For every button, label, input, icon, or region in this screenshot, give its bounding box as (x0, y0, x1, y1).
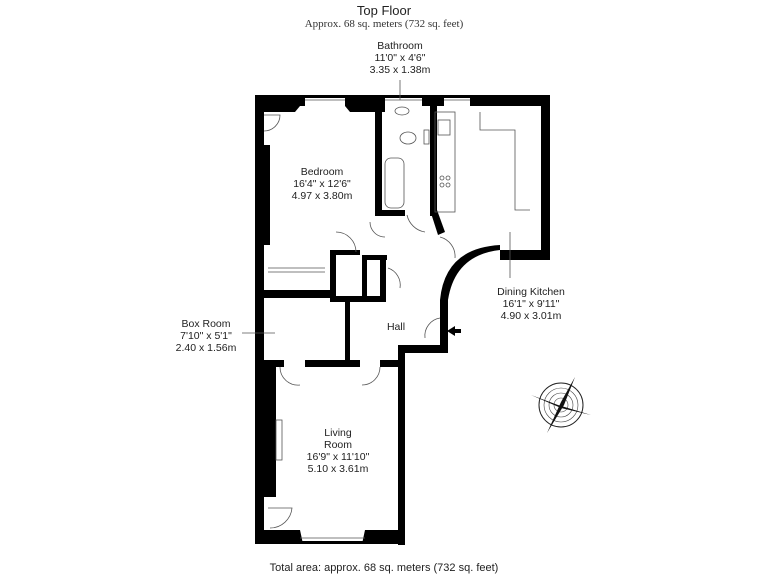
bathroom-label: Bathroom 11'0" x 4'6" 3.35 x 1.38m (340, 40, 460, 76)
room-dimensions-imperial: 16'4" x 12'6" (293, 178, 351, 191)
room-name: Room (323, 439, 352, 452)
floor-area-subtitle: Approx. 68 sq. meters (732 sq. feet) (304, 18, 464, 30)
room-dimensions-imperial: 7'10" x 5'1" (180, 330, 232, 343)
room-dimensions-imperial: 16'9" x 11'10" (306, 451, 370, 464)
room-dimensions-metric: 2.40 x 1.56m (175, 342, 237, 355)
compass-rose-icon (531, 377, 591, 433)
box-room-label: Box Room 7'10" x 5'1" 2.40 x 1.56m (168, 318, 244, 354)
fixtures (242, 80, 530, 539)
room-name: Bathroom (377, 40, 423, 52)
room-dimensions-imperial: 11'0" x 4'6" (374, 52, 426, 65)
room-name: Living (324, 427, 352, 439)
dining-kitchen-label: Dining Kitchen 16'1" x 9'11" 4.90 x 3.01… (476, 286, 586, 322)
room-dimensions-metric: 4.97 x 3.80m (291, 190, 353, 203)
hall-label: Hall (386, 321, 406, 333)
bedroom-label: Bedroom 16'4" x 12'6" 4.97 x 3.80m (272, 166, 372, 202)
room-name: Box Room (181, 318, 231, 330)
floor-title: Top Floor (356, 3, 412, 18)
room-name: Dining Kitchen (497, 286, 565, 298)
room-dimensions-metric: 4.90 x 3.01m (500, 310, 562, 323)
room-dimensions-metric: 3.35 x 1.38m (369, 64, 431, 77)
walls (255, 95, 550, 545)
room-dimensions-metric: 5.10 x 3.61m (307, 463, 369, 476)
room-name: Bedroom (300, 166, 344, 178)
room-dimensions-imperial: 16'1" x 9'11" (502, 298, 560, 311)
living-room-label: Living Room 16'9" x 11'10" 5.10 x 3.61m (298, 427, 378, 475)
total-area-footer: Total area: approx. 68 sq. meters (732 s… (269, 562, 499, 574)
entrance-arrow-icon (447, 326, 455, 336)
